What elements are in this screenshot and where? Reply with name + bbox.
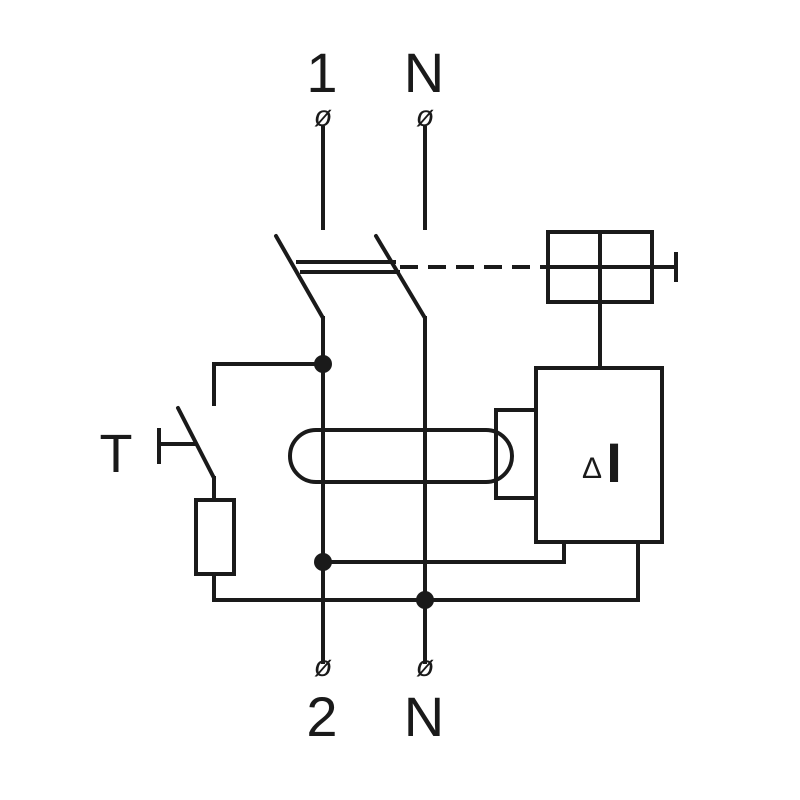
test-resistor (194, 498, 236, 576)
terminal-label-top-right: N (404, 41, 444, 104)
junction-dot-test-top (314, 355, 332, 373)
terminal-marker-bottom-left: ø (314, 650, 332, 683)
residual-current-relay-box (534, 366, 664, 544)
relay-current-symbol: I (606, 431, 622, 494)
terminal-marker-top-left: ø (314, 100, 332, 133)
junction-dot-neutral (416, 591, 434, 609)
test-circuit-top-wire (212, 362, 325, 406)
terminal-marker-bottom-right: ø (416, 650, 434, 683)
relay-delta-symbol: Δ (582, 452, 602, 485)
test-button-label: T (100, 424, 133, 484)
relay-wire-to-line (321, 540, 566, 564)
terminal-marker-top-right: ø (416, 100, 434, 133)
terminal-label-top-left: 1 (306, 41, 337, 104)
terminal-label-bottom-right: N (404, 685, 444, 748)
current-transformer-loop (288, 428, 514, 484)
terminal-label-bottom-left: 2 (306, 685, 337, 748)
switch-contact-line (274, 234, 325, 320)
junction-dot-relay-line (314, 553, 332, 571)
switch-contact-neutral (374, 234, 427, 320)
relay-wire-to-neutral (212, 540, 640, 602)
transformer-secondary-block (494, 408, 538, 500)
